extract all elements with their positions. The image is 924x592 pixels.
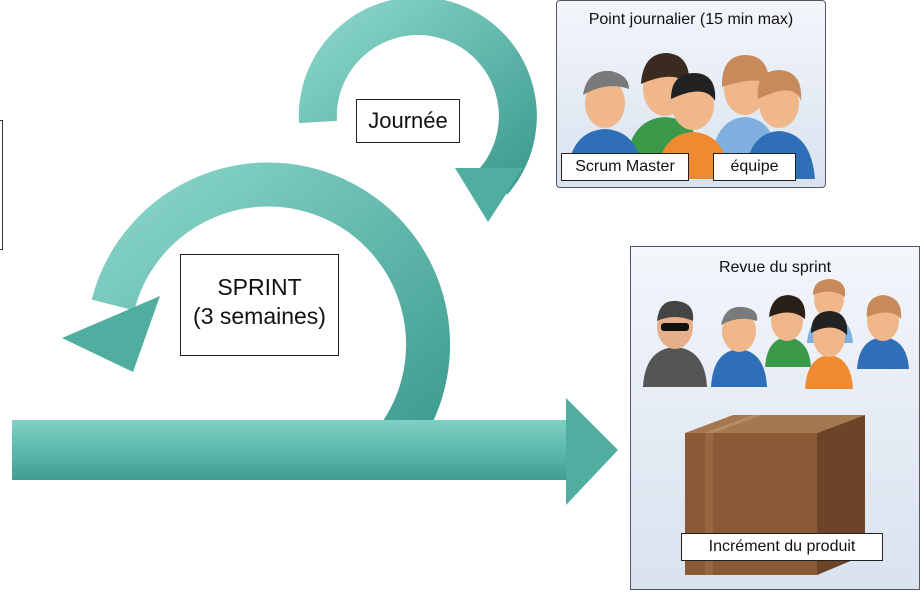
sprint-review-panel: Revue du sprint <box>630 246 920 590</box>
daily-standup-title: Point journalier (15 min max) <box>588 11 794 28</box>
stakeholders-icon <box>643 279 909 389</box>
cropped-left-box <box>0 120 3 250</box>
team-label-box: équipe <box>713 153 796 181</box>
day-label-box: Journée <box>356 99 460 143</box>
increment-label-box: Incrément du produit <box>681 533 883 561</box>
sprint-review-title: Revue du sprint <box>718 259 832 276</box>
sprint-label: SPRINT <box>217 274 302 300</box>
sprint-loop-arrow <box>62 162 451 448</box>
daily-standup-panel: Point journalier (15 min max) <box>556 0 826 188</box>
scrum-master-label: Scrum Master <box>575 158 675 175</box>
sprint-duration-label: (3 semaines) <box>193 303 326 329</box>
team-label: équipe <box>730 158 779 175</box>
day-label: Journée <box>368 108 448 133</box>
sprint-label-box: SPRINT (3 semaines) <box>180 254 339 356</box>
main-flow-arrow <box>12 398 618 505</box>
increment-label: Incrément du produit <box>708 538 856 555</box>
scrum-master-label-box: Scrum Master <box>561 153 689 181</box>
daily-loop-arrow <box>298 0 537 222</box>
